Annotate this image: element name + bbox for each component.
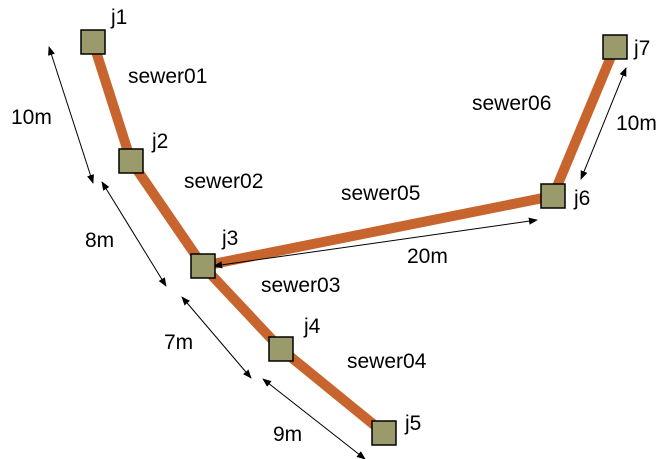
junction-j5[interactable] [371,420,397,446]
junction-label-j5: j5 [404,412,421,435]
sewer-label-sewer03: sewer03 [261,274,340,297]
length-label-sewer02: 8m [85,229,114,252]
pipe-sewer02[interactable] [126,158,208,269]
length-label-sewer04: 9m [273,423,302,446]
length-label-sewer06: 10m [616,112,657,135]
junction-label-j6: j6 [573,187,590,210]
dimension-sewer03 [181,296,252,379]
pipe-sewer05[interactable] [202,191,554,271]
junction-j4[interactable] [268,336,294,362]
junction-label-j7: j7 [633,37,650,60]
junction-label-j2: j2 [151,130,168,153]
junction-j6[interactable] [540,183,566,209]
pipe-sewer06[interactable] [548,45,620,198]
junction-label-j4: j4 [303,315,321,338]
junction-label-j1: j1 [110,6,127,29]
length-label-sewer03: 7m [164,331,193,354]
dimension-sewer06 [580,67,627,180]
junction-j2[interactable] [118,148,144,174]
dimension-sewer05 [213,217,538,269]
pipe-sewer01[interactable] [88,40,136,163]
dimension-sewer04 [262,378,366,459]
sewer-label-sewer02: sewer02 [184,170,263,193]
junction-j7[interactable] [602,34,628,60]
junction-j1[interactable] [80,29,106,55]
length-label-sewer01: 10m [11,106,52,129]
dimension-sewer01 [48,46,94,184]
sewer-label-sewer05: sewer05 [341,182,420,205]
sewer-label-sewer04: sewer04 [347,350,427,373]
dimension-sewer02 [101,181,167,287]
length-label-sewer05: 20m [407,245,448,268]
junction-label-j3: j3 [221,227,238,250]
sewer-label-sewer01: sewer01 [128,65,207,88]
sewer-label-sewer06: sewer06 [472,92,551,115]
junction-j3[interactable] [190,253,216,279]
